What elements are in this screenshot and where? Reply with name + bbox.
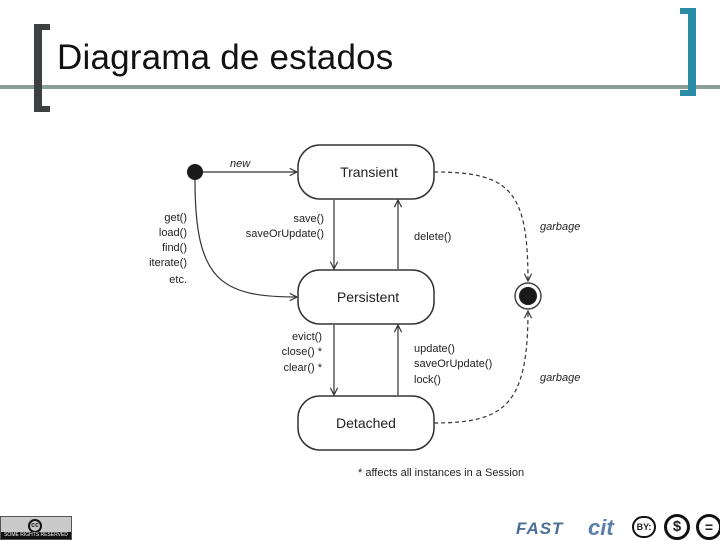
label-get: get() xyxy=(164,212,187,224)
label-update: update() xyxy=(414,343,455,355)
license-by-icon: BY: xyxy=(632,516,656,538)
state-persistent xyxy=(297,269,435,325)
label-save-or-update: saveOrUpdate() xyxy=(246,228,324,240)
title-rule xyxy=(0,85,720,89)
left-bracket-bottom xyxy=(34,106,50,112)
label-close: close() * xyxy=(282,346,323,358)
cc-badge-text: SOME RIGHTS RESERVED xyxy=(1,532,71,539)
license-nc-icon: $ xyxy=(664,514,690,540)
slide-title: Diagrama de estados xyxy=(57,38,394,77)
label-lock: lock() xyxy=(414,374,441,386)
right-bracket-top xyxy=(680,8,696,14)
final-state-node xyxy=(519,287,537,305)
label-evict: evict() xyxy=(292,331,322,343)
label-find: find() xyxy=(162,242,187,254)
arrow-load xyxy=(194,179,297,297)
fast-logo: FAST xyxy=(516,519,564,538)
label-etc: etc. xyxy=(169,274,187,286)
license-nd-icon: = xyxy=(696,514,720,540)
left-bracket xyxy=(34,24,42,112)
state-persistent-label: Persistent xyxy=(337,289,399,305)
left-bracket-top xyxy=(34,24,50,30)
right-bracket xyxy=(688,8,696,96)
label-garbage-top: garbage xyxy=(540,221,580,233)
arrow-garbage-bottom xyxy=(433,311,528,424)
label-new: new xyxy=(230,158,251,170)
footnote: * affects all instances in a Session xyxy=(358,467,524,479)
label-load: load() xyxy=(159,227,187,239)
cit-logo: cit xyxy=(588,515,614,540)
label-iterate: iterate() xyxy=(149,257,187,269)
cc-license-badge[interactable]: cc SOME RIGHTS RESERVED xyxy=(0,516,72,540)
label-delete: delete() xyxy=(414,231,451,243)
label-garbage-bottom: garbage xyxy=(540,372,580,384)
label-save-or-update-2: saveOrUpdate() xyxy=(414,358,492,370)
cc-logo-icon: cc xyxy=(28,519,42,533)
arrow-garbage-top xyxy=(433,171,528,281)
label-clear: clear() * xyxy=(283,362,322,374)
label-save: save() xyxy=(293,213,324,225)
footer-logos: FAST cit BY: $ = xyxy=(516,514,720,540)
right-bracket-bottom xyxy=(680,90,696,96)
initial-state-node xyxy=(187,164,203,180)
state-detached-label: Detached xyxy=(336,415,396,431)
state-transient-label: Transient xyxy=(340,164,398,180)
